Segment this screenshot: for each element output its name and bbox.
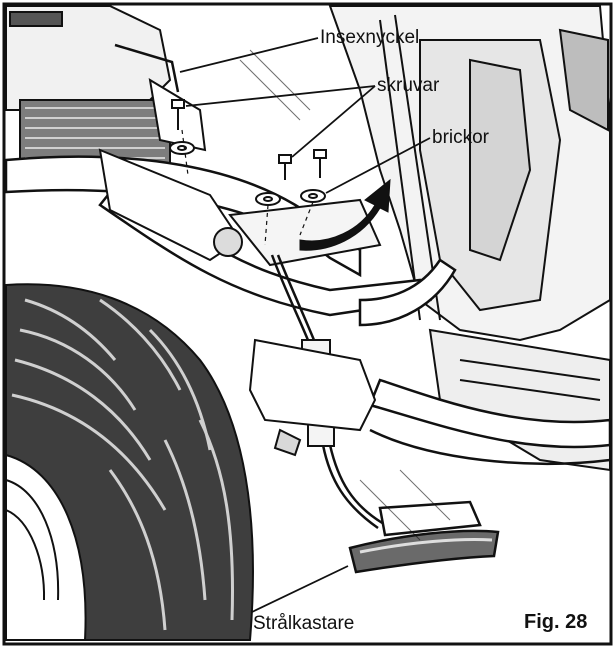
tire-icon: [5, 283, 254, 641]
alignment-guides: [181, 129, 314, 246]
screw-icon: [171, 99, 327, 180]
allen-key-icon: [114, 43, 180, 93]
label-screws: skruvar: [377, 75, 440, 96]
figure-number: Fig. 28: [524, 611, 588, 633]
mount-bracket: [248, 338, 377, 457]
label-headlight: Strålkastare: [253, 613, 355, 634]
label-washers: brickor: [432, 127, 490, 148]
engine-housing: [328, 5, 611, 472]
washer-icon: [169, 141, 326, 206]
wiring-harness: [270, 254, 385, 530]
shading-hatch: [239, 49, 451, 541]
rotation-arrow-icon: [299, 178, 391, 251]
frame-grille: [5, 5, 172, 171]
leader-lines: [179, 37, 431, 613]
headlight-icon: [348, 500, 500, 574]
label-allen-key: Insexnyckel: [320, 27, 420, 48]
